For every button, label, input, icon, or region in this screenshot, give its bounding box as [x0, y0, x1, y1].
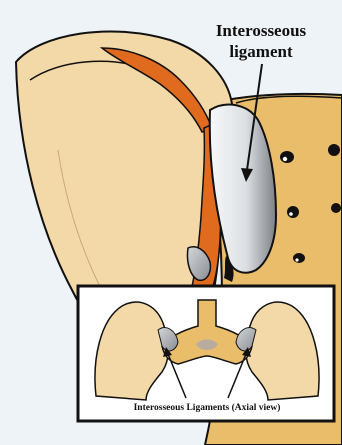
sacral-foramen-5 — [293, 253, 305, 263]
label-line-1: Interosseous — [196, 20, 326, 41]
sacral-foramen-3 — [287, 206, 299, 218]
sacral-foramen-1-highlight — [283, 157, 287, 161]
interosseous-ligament-label: Interosseous ligament — [196, 20, 326, 62]
sacral-foramen-5-highlight — [295, 258, 298, 261]
sacral-foramen-4 — [331, 203, 341, 213]
inset-caption: Interosseous Ligaments (Axial view) — [80, 402, 334, 414]
sacral-foramen-1 — [280, 151, 294, 163]
label-line-2: ligament — [196, 41, 326, 62]
sacral-foramen-2 — [328, 144, 340, 156]
sacral-foramen-3-highlight — [289, 212, 293, 216]
